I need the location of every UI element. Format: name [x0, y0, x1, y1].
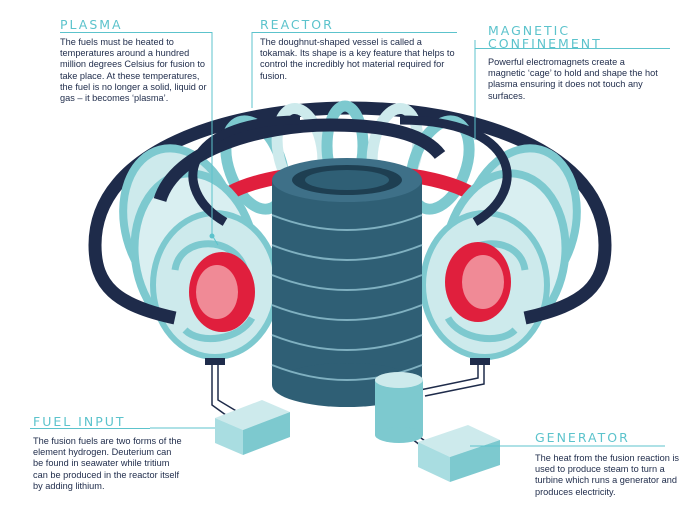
fuel-input-pipes	[211, 365, 239, 419]
generator-callout: GENERATOR The heat from the fusion react…	[535, 431, 695, 498]
reactor-title: REACTOR	[260, 17, 334, 32]
right-coils	[420, 144, 581, 360]
fuel-callout: FUEL INPUT The fusion fuels are two form…	[33, 415, 183, 492]
plasma-description: The fuels must be heated to temperatures…	[60, 37, 207, 104]
magnetic-title-line2: CONFINEMENT	[488, 36, 602, 51]
left-coils	[119, 144, 280, 360]
turbine-cylinder	[375, 372, 423, 443]
leader-lines	[150, 32, 665, 447]
generator-box	[418, 425, 500, 482]
left-connector	[205, 358, 225, 365]
generator-title: GENERATOR	[535, 430, 630, 445]
reactor-callout: REACTOR The doughnut-shaped vessel is ca…	[260, 18, 460, 82]
plasma-title: PLASMA	[60, 17, 123, 32]
right-connector	[470, 358, 490, 365]
plasma-rule	[60, 32, 212, 33]
fuel-input-box	[215, 400, 290, 455]
reactor-description: The doughnut-shaped vessel is called a t…	[260, 37, 455, 81]
magnetic-title-line1: MAGNETIC	[488, 23, 571, 38]
outer-field-coil-front	[88, 118, 612, 325]
reactor-rule	[252, 32, 457, 33]
fuel-rule	[30, 428, 150, 429]
magnetic-callout: MAGNETIC CONFINEMENT Powerful electromag…	[488, 24, 658, 102]
fuel-title: FUEL INPUT	[33, 414, 126, 429]
magnetic-rule	[475, 48, 670, 49]
magnetic-description: Powerful electromagnets create a magneti…	[488, 57, 658, 101]
inner-arc-right	[399, 115, 512, 226]
generator-description: The heat from the fusion reaction is use…	[535, 453, 680, 497]
plasma-callout: PLASMA The fuels must be heated to tempe…	[60, 18, 212, 104]
inner-arc-left	[188, 115, 301, 226]
plasma-pointer-dot	[209, 233, 215, 239]
fuel-description: The fusion fuels are two forms of the el…	[33, 436, 182, 491]
central-solenoid	[271, 158, 423, 407]
